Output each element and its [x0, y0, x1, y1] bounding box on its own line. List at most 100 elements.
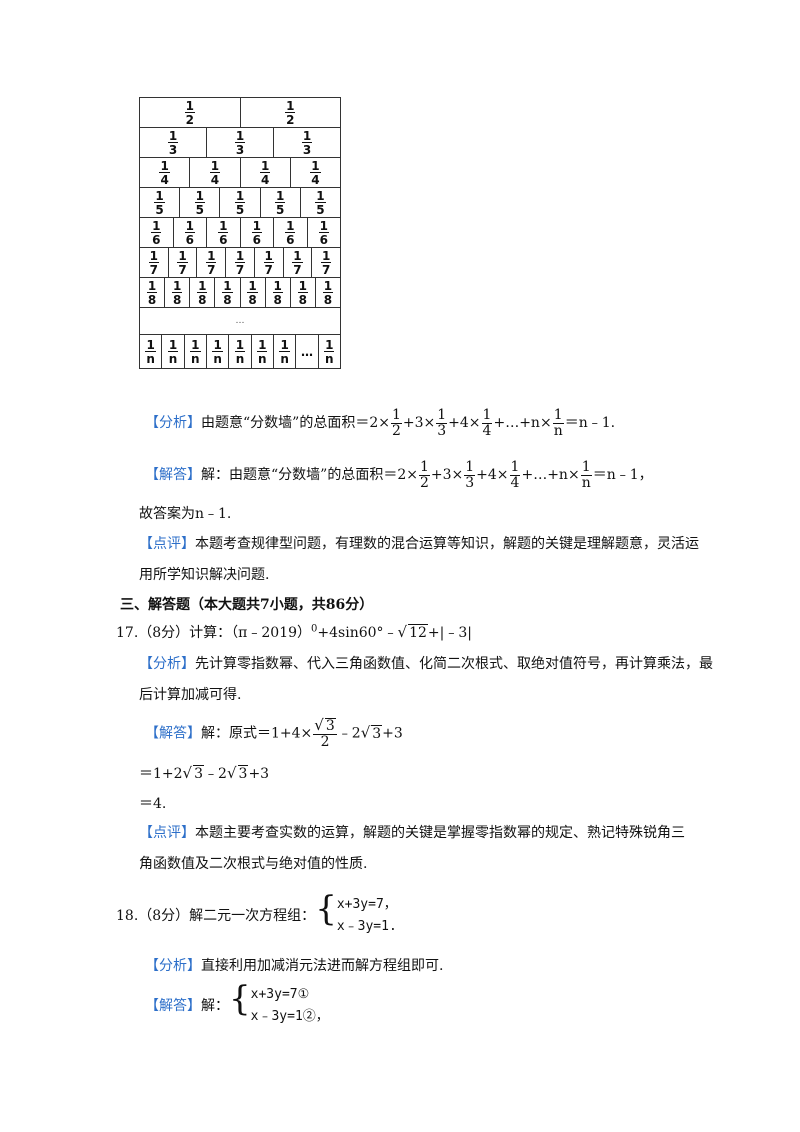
wall-cell-ellipsis: … — [296, 335, 319, 368]
q17-step3: ＝4. — [139, 796, 167, 812]
q18-question: 18.（8分）解二元一次方程组：{x+3y=7，x﹣3y=1. — [116, 889, 397, 934]
q17-comment: 【点评】本题主要考查实数的运算，解题的关键是掌握零指数幂的规定、熟记特殊锐角三 — [139, 825, 685, 841]
q17-comment-line2: 角函数值及二次根式与绝对值的性质. — [139, 856, 368, 872]
q16-conclusion: 故答案为n﹣1. — [139, 506, 232, 522]
q17-analysis: 【分析】先计算零指数幂、代入三角函数值、化简二次根式、取绝对值符号，再计算乘法，… — [139, 656, 713, 672]
q17-step2: ＝1+2√3﹣2√3+3 — [139, 764, 270, 782]
q16-comment: 【点评】本题考查规律型问题，有理数的混合运算等知识，解题的关键是理解题意，灵活运 — [139, 536, 699, 552]
wall-row-ellipsis: … — [140, 308, 340, 335]
q17-analysis-line2: 后计算加减可得. — [139, 687, 242, 703]
comment-tag: 【点评】 — [139, 536, 195, 552]
q17-question: 17.（8分）计算：（π﹣2019）0+4sin60°﹣√12+|﹣3| — [116, 623, 472, 641]
wall-ellipsis: … — [235, 316, 245, 326]
section-title: 三、解答题（本大题共7小题，共86分） — [120, 597, 374, 613]
answer-text: 解：由题意“分数墙”的总面积＝2× — [201, 467, 418, 484]
q16-comment-line2: 用所学知识解决问题. — [139, 567, 270, 583]
analysis-tag: 【分析】 — [145, 415, 201, 432]
answer-tag: 【解答】 — [145, 467, 201, 484]
q18-analysis: 【分析】直接利用加减消元法进而解方程组即可. — [145, 958, 444, 974]
